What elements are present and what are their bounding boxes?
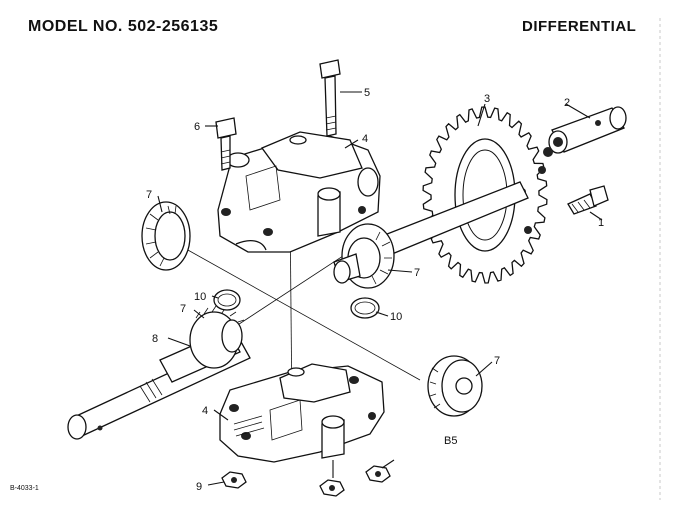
drawing-number: B-4033-1: [10, 485, 39, 492]
bevel-gear-bottom: [427, 355, 483, 417]
callout-4-lower: 4: [202, 405, 208, 417]
callout-7-left: 7: [146, 189, 152, 201]
bolt-6: [215, 117, 237, 171]
bevel-gear-left: [141, 201, 191, 271]
callout-7-shaft: 7: [180, 303, 186, 315]
model-number: MODEL NO. 502-256135: [28, 18, 219, 35]
callout-8: 8: [152, 333, 158, 345]
callout-9: 9: [196, 481, 202, 493]
callout-10-lower: 10: [390, 311, 402, 323]
nut-left: [221, 471, 247, 489]
callout-2: 2: [564, 97, 570, 109]
b5-note: B5: [444, 435, 457, 447]
callout-7-center: 7: [414, 267, 420, 279]
nut-right: [365, 465, 391, 483]
short-axle: [548, 106, 627, 154]
leader-lines: [157, 91, 603, 486]
callout-1: 1: [598, 217, 604, 229]
nut-center: [319, 479, 345, 497]
callout-6: 6: [194, 121, 200, 133]
callout-3: 3: [484, 93, 490, 105]
callout-7-bottom: 7: [494, 355, 500, 367]
snap-ring-lower: [350, 297, 380, 319]
snap-ring-upper: [213, 289, 241, 311]
callout-numbers: 1 2 3 4 4 5 6 7 7 7 7 8 9 10 10 B5 B-403…: [10, 87, 604, 493]
bevel-gear-center: [333, 223, 395, 289]
lower-housing: [219, 363, 385, 463]
callout-10-upper: 10: [194, 291, 206, 303]
long-bolt-5: [319, 59, 341, 137]
upper-housing: [217, 131, 381, 253]
callout-4-upper: 4: [362, 133, 368, 145]
diagram-title: DIFFERENTIAL: [522, 18, 637, 35]
shaft-gear-8: [159, 305, 245, 383]
bolt-1: [567, 185, 609, 215]
callout-5: 5: [364, 87, 370, 99]
